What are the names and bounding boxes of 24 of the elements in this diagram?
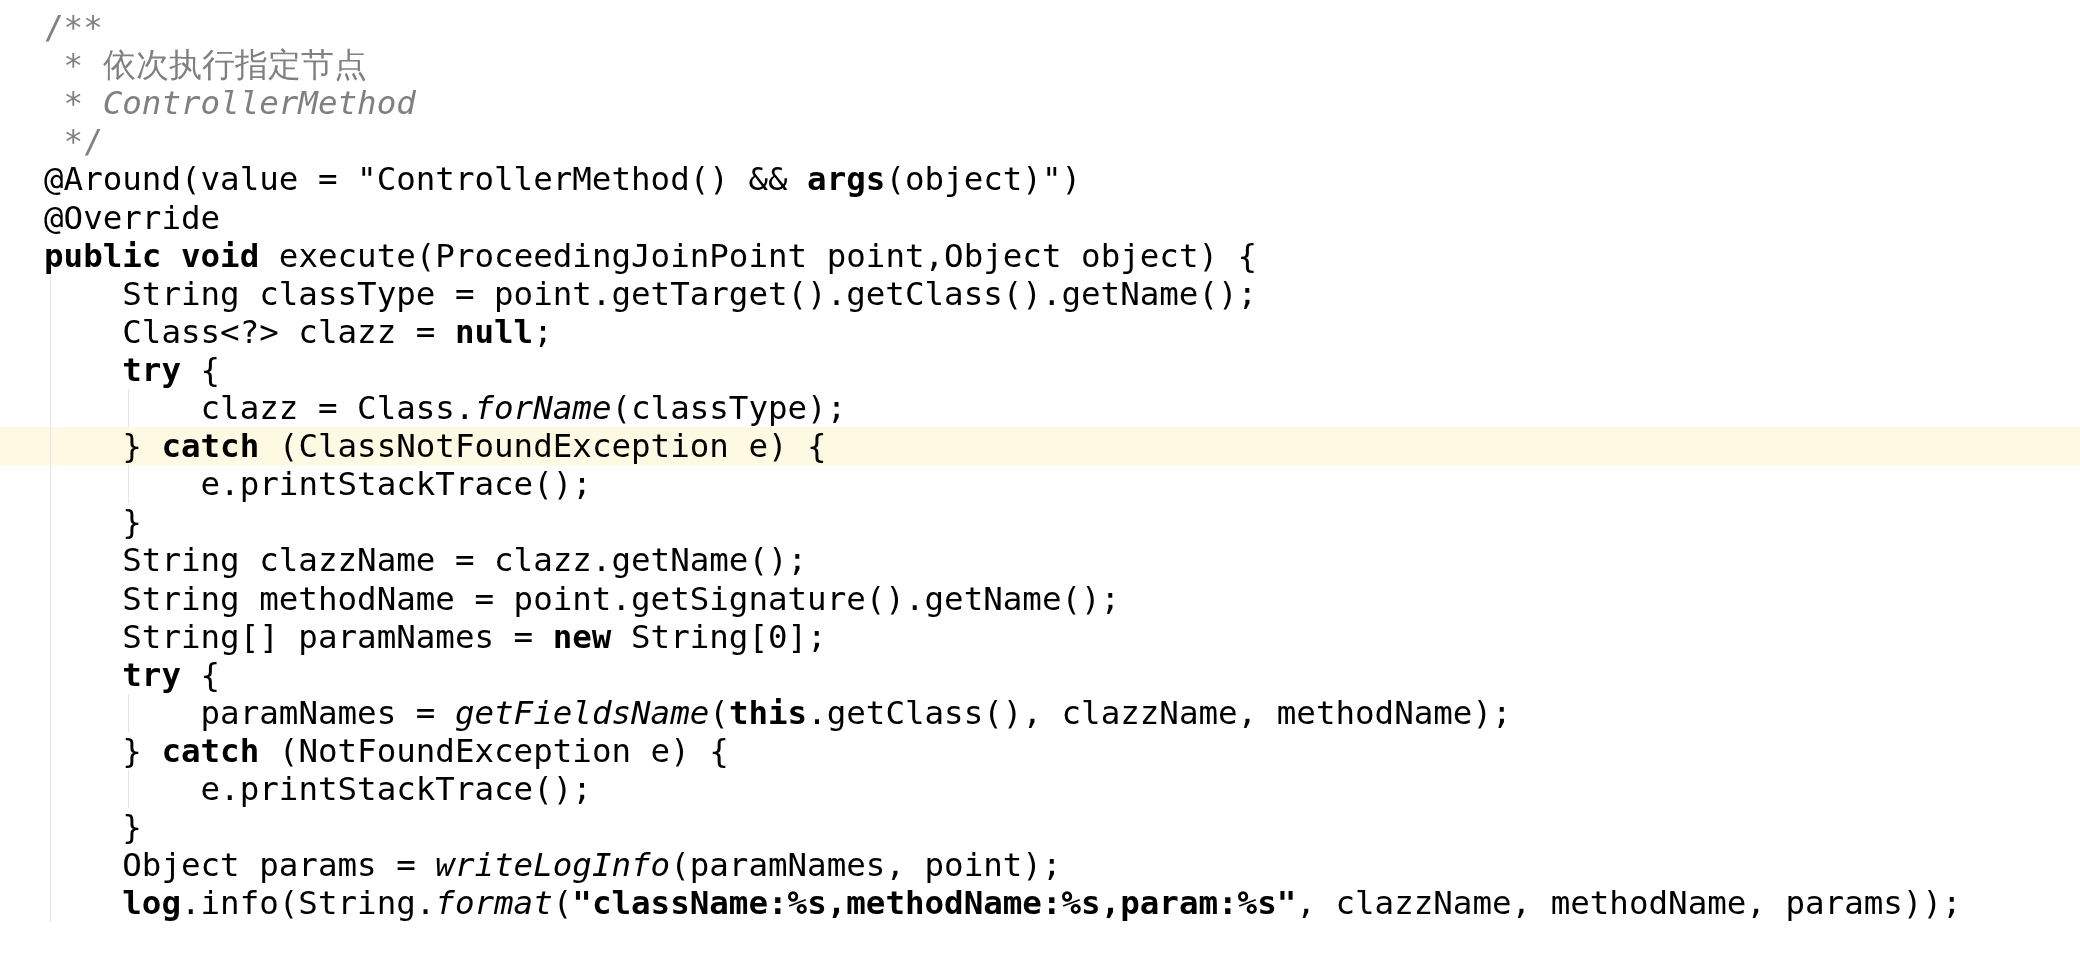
code-line: @Around(value = "ControllerMethod() && args(object)") [44, 160, 1082, 199]
code-line: log.info(String.format("className:%s,methodName:%s,param:%s", clazzName, methodName, params)); [122, 884, 1962, 923]
code-line: String methodName = point.getSignature().getName(); [122, 579, 1121, 618]
code-line: * ControllerMethod [63, 84, 416, 123]
code-line: try { [122, 350, 221, 389]
code-line: public void execute(ProceedingJoinPoint point,Object object) { [44, 236, 1258, 275]
code-line: } [122, 808, 142, 847]
code-line: @Override [44, 198, 221, 237]
code-line: } catch (NotFoundException e) { [122, 731, 729, 770]
code-line: * 依次执行指定节点 [63, 46, 367, 85]
code-line: } catch (ClassNotFoundException e) { [122, 427, 827, 466]
code-line: } [122, 503, 142, 542]
code-line: Class<?> clazz = null; [122, 312, 553, 351]
code-line: paramNames = getFieldsName(this.getClass(), clazzName, methodName); [200, 693, 1512, 732]
code-line: String[] paramNames = new String[0]; [122, 617, 827, 656]
code-line: /** [44, 8, 103, 46]
code-line: String clazzName = clazz.getName(); [122, 541, 808, 580]
code-line: */ [63, 122, 103, 161]
code-line: e.printStackTrace(); [200, 770, 592, 808]
code-line: e.printStackTrace(); [200, 465, 592, 504]
code-line: Object params = writeLogInfo(paramNames, point); [122, 846, 1062, 885]
code-line: try { [122, 655, 221, 694]
code-line: String classType = point.getTarget().getClass().getName(); [122, 274, 1258, 313]
code-line: clazz = Class.forName(classType); [200, 389, 847, 427]
